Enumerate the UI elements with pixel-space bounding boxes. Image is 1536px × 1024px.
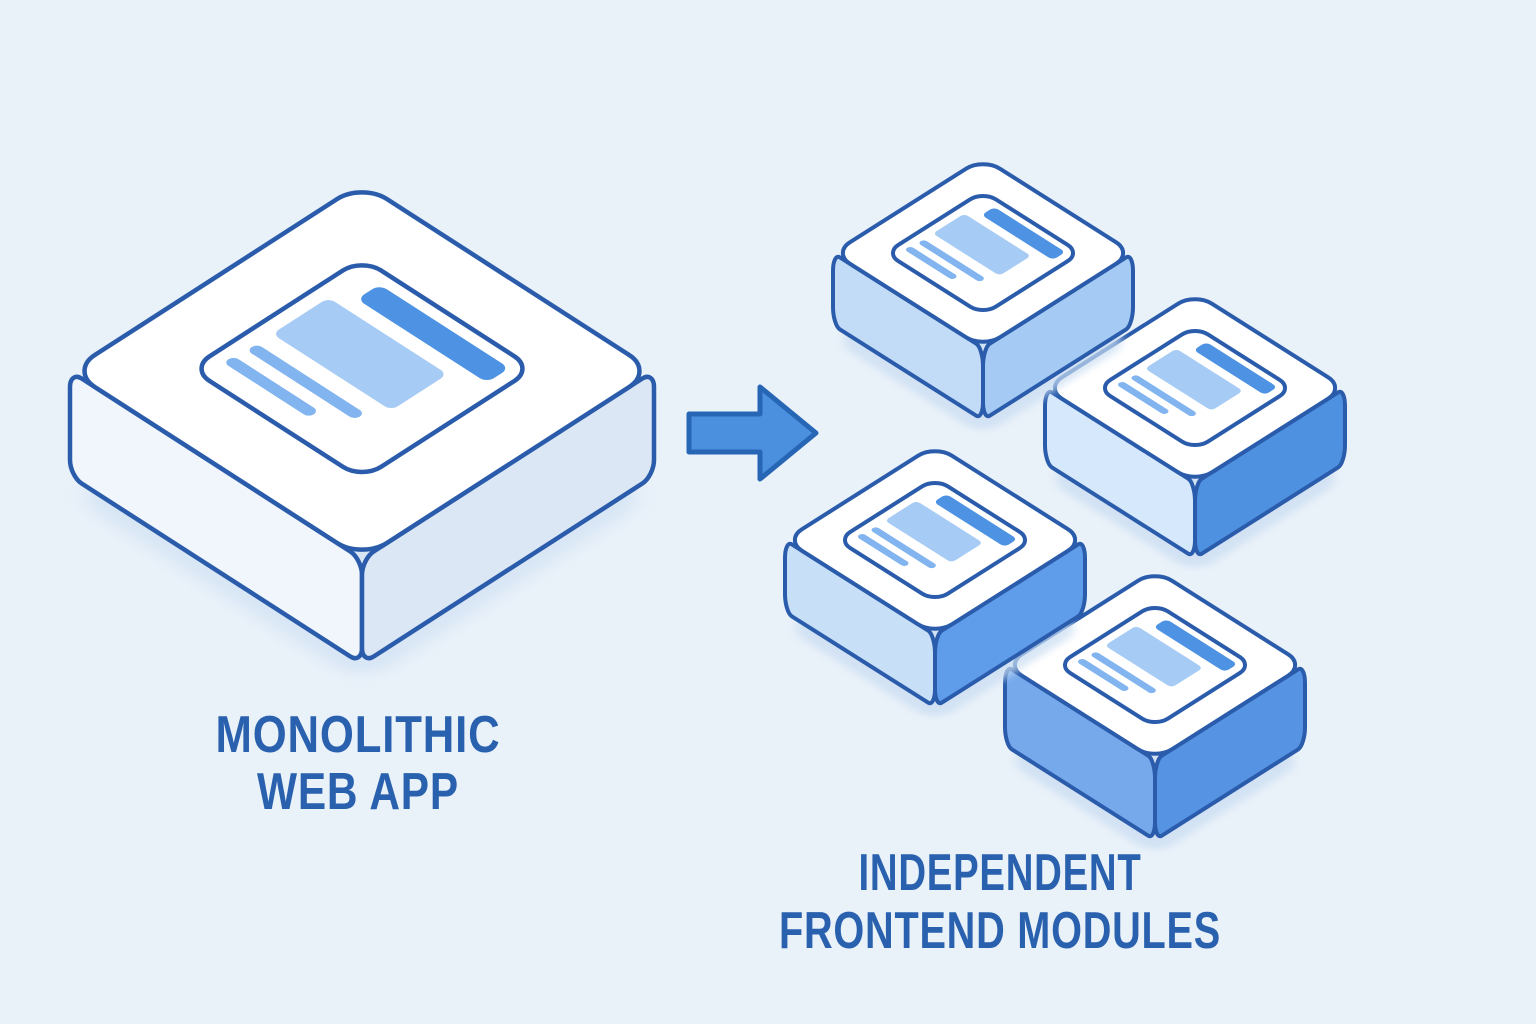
- panel-header-bar: [983, 208, 1064, 259]
- panel-text-line-1: [919, 240, 984, 282]
- panel-header-bar: [1195, 343, 1276, 394]
- monolith-label: MONOLITHIC WEB APP: [216, 706, 501, 821]
- monolith-box: [70, 183, 654, 673]
- module-box-1: [833, 158, 1133, 430]
- module-box-4: [1005, 570, 1305, 850]
- modules-label-line1: INDEPENDENT: [859, 844, 1142, 902]
- panel-text-line-2: [1078, 658, 1129, 691]
- panel-header-bar: [1155, 620, 1236, 671]
- panel-text-line-2: [906, 246, 957, 279]
- panel-text-line-2: [1118, 381, 1169, 414]
- module-box-3: [785, 445, 1085, 717]
- modules-label: INDEPENDENT FRONTEND MODULES: [779, 844, 1221, 960]
- arrow-shape: [686, 384, 819, 482]
- panel-text-line-2: [858, 533, 909, 566]
- panel-content-block: [276, 300, 444, 409]
- panel-header-bar: [935, 495, 1016, 546]
- panel-content-block: [934, 214, 1029, 275]
- monolith-label-line2: WEB APP: [257, 763, 459, 821]
- arrow-icon: [686, 384, 819, 482]
- panel-text-line-1: [1091, 652, 1156, 694]
- panel-content-block: [886, 501, 981, 562]
- module-box-2: [1045, 293, 1345, 568]
- panel-header-bar: [361, 287, 506, 380]
- panel-text-line-1: [249, 345, 362, 418]
- panel-text-line-2: [226, 357, 316, 416]
- modules-label-line2: FRONTEND MODULES: [779, 902, 1221, 960]
- panel-content-block: [1146, 349, 1241, 410]
- panel-content-block: [1106, 626, 1201, 687]
- panel-text-line-1: [1131, 375, 1196, 417]
- monolith-label-line1: MONOLITHIC: [216, 706, 501, 764]
- panel-text-line-1: [871, 527, 936, 569]
